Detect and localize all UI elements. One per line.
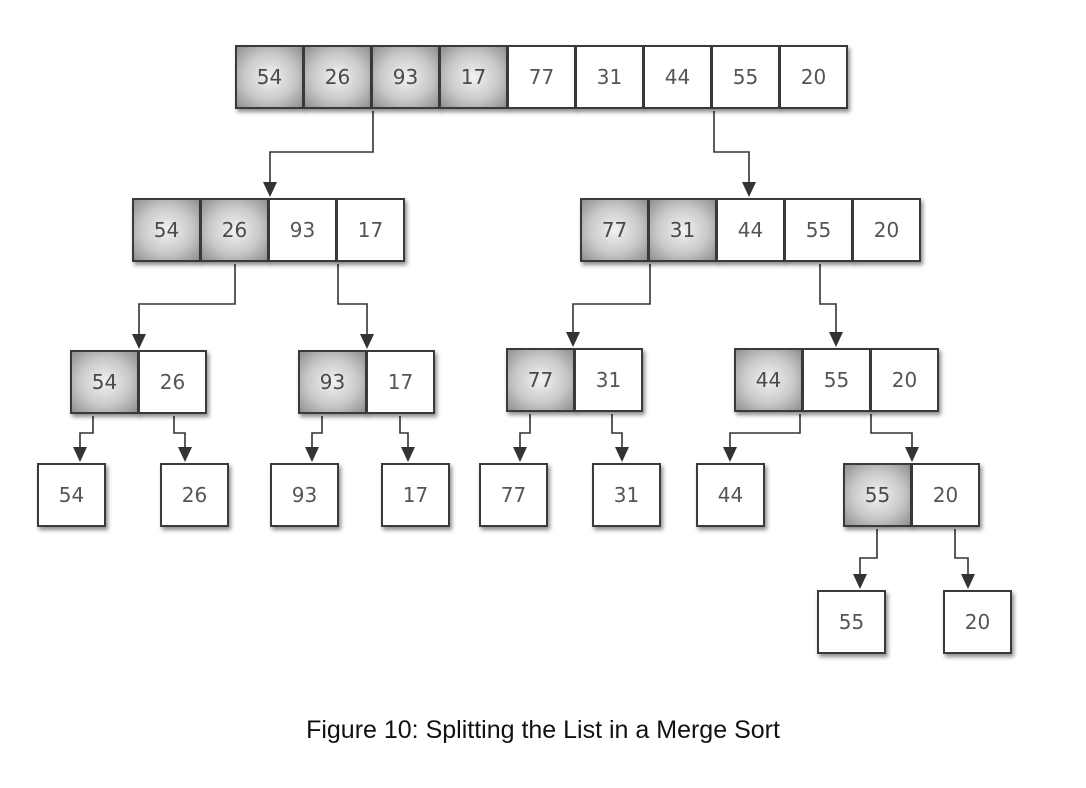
list-cell: 77: [479, 463, 548, 527]
split-arrow-line: [870, 414, 913, 448]
list-cell: 55: [843, 463, 912, 527]
split-arrow-line: [311, 416, 323, 448]
list-cell: 20: [911, 463, 980, 527]
arrowhead-icon: [566, 332, 580, 347]
split-arrow-line: [611, 414, 623, 448]
arrowhead-icon: [615, 447, 629, 462]
list-cell: 20: [779, 45, 848, 109]
split-arrow-line: [269, 111, 374, 183]
list-cell: 55: [802, 348, 871, 412]
arrowhead-icon: [905, 447, 919, 462]
list-cell: 54: [132, 198, 201, 262]
list-cell: 55: [784, 198, 853, 262]
split-arrow-line: [713, 111, 750, 183]
split-arrow-line: [954, 529, 969, 575]
split-arrow-line: [399, 416, 409, 448]
list-cell: 54: [37, 463, 106, 527]
list-cell: 26: [303, 45, 372, 109]
list-cell: 55: [711, 45, 780, 109]
split-arrow-line: [173, 416, 186, 448]
list-cell: 20: [852, 198, 921, 262]
list-cell: 44: [696, 463, 765, 527]
list-cell: 44: [643, 45, 712, 109]
list-cell: 17: [366, 350, 435, 414]
list-cell: 26: [138, 350, 207, 414]
arrowhead-icon: [132, 334, 146, 349]
arrowhead-icon: [178, 447, 192, 462]
list-cell: 17: [381, 463, 450, 527]
split-arrow-line: [519, 414, 531, 448]
split-arrow-line: [572, 264, 651, 333]
list-cell: 20: [870, 348, 939, 412]
list-cell: 17: [439, 45, 508, 109]
arrowhead-icon: [305, 447, 319, 462]
list-cell: 77: [507, 45, 576, 109]
arrowhead-icon: [401, 447, 415, 462]
split-arrow-line: [729, 414, 801, 448]
arrowhead-icon: [829, 332, 843, 347]
figure-caption: Figure 10: Splitting the List in a Merge…: [306, 716, 780, 744]
split-arrow-line: [859, 529, 878, 575]
list-cell: 17: [336, 198, 405, 262]
split-arrow-line: [819, 264, 837, 333]
arrowhead-icon: [263, 182, 277, 197]
list-cell: 77: [580, 198, 649, 262]
list-cell: 55: [817, 590, 886, 654]
list-cell: 26: [160, 463, 229, 527]
arrowhead-icon: [723, 447, 737, 462]
arrowhead-icon: [961, 574, 975, 589]
arrowhead-icon: [513, 447, 527, 462]
arrowhead-icon: [742, 182, 756, 197]
arrowhead-icon: [853, 574, 867, 589]
list-cell: 44: [716, 198, 785, 262]
list-cell: 93: [268, 198, 337, 262]
list-cell: 31: [574, 348, 643, 412]
arrowhead-icon: [73, 447, 87, 462]
list-cell: 20: [943, 590, 1012, 654]
list-cell: 26: [200, 198, 269, 262]
list-cell: 93: [371, 45, 440, 109]
arrowhead-icon: [360, 334, 374, 349]
split-arrow-line: [337, 264, 368, 335]
split-arrow-line: [138, 264, 236, 335]
list-cell: 93: [298, 350, 367, 414]
list-cell: 44: [734, 348, 803, 412]
list-cell: 31: [592, 463, 661, 527]
list-cell: 54: [235, 45, 304, 109]
split-arrow-line: [79, 416, 94, 448]
list-cell: 93: [270, 463, 339, 527]
list-cell: 31: [648, 198, 717, 262]
list-cell: 77: [506, 348, 575, 412]
list-cell: 31: [575, 45, 644, 109]
list-cell: 54: [70, 350, 139, 414]
